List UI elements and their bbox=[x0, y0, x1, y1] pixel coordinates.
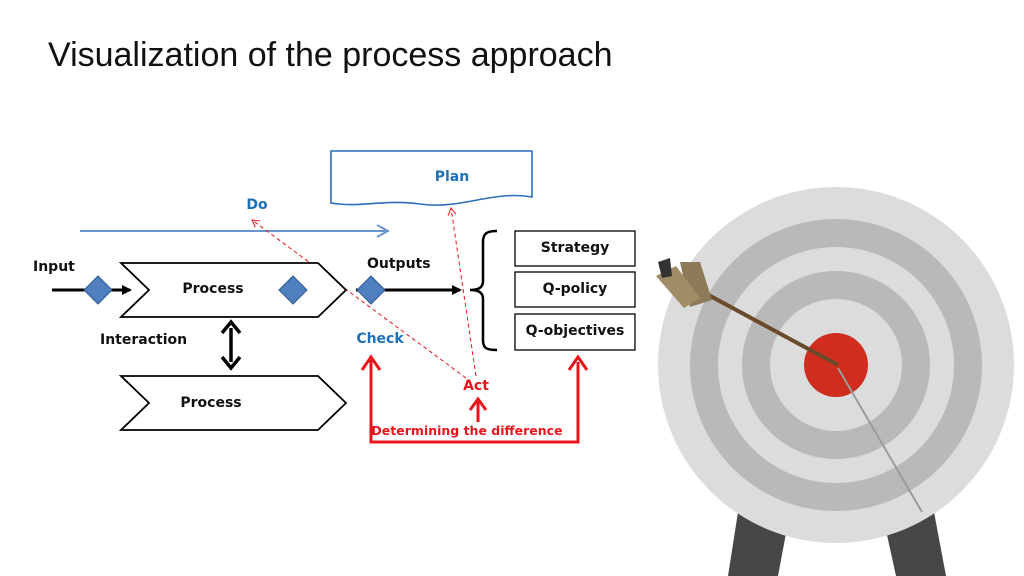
process-bottom: Process bbox=[118, 375, 348, 431]
process-diamond-icon bbox=[278, 275, 308, 305]
act-to-do-dashed-line bbox=[251, 219, 467, 379]
outputs-brace bbox=[469, 229, 498, 352]
arrow-nock bbox=[658, 258, 672, 278]
input-diamond-icon bbox=[83, 275, 113, 305]
arrow-shadow bbox=[837, 367, 923, 513]
difference-loop-line bbox=[369, 360, 580, 444]
output-item-label: Q-objectives bbox=[526, 323, 625, 339]
interaction-double-arrow-icon bbox=[220, 319, 242, 371]
act-label: Act bbox=[463, 378, 489, 394]
interaction-label: Interaction bbox=[100, 332, 187, 348]
outputs-label: Outputs bbox=[367, 256, 431, 272]
process-top-label: Process bbox=[182, 281, 243, 297]
output-box-strategy: Strategy bbox=[514, 230, 636, 267]
output-box-q-policy: Q-policy bbox=[514, 271, 636, 308]
output-item-label: Strategy bbox=[541, 240, 609, 256]
do-label: Do bbox=[246, 197, 268, 213]
check-up-arrow-icon bbox=[360, 354, 382, 371]
slide-title: Visualization of the process approach bbox=[48, 36, 613, 74]
process-top: Process bbox=[118, 262, 348, 318]
difference-label: Determining the difference bbox=[371, 423, 562, 438]
plan-box: Plan bbox=[330, 150, 533, 206]
act-up-arrowhead-icon bbox=[468, 396, 488, 411]
plan-label: Plan bbox=[435, 169, 469, 185]
output-box-q-objectives: Q-objectives bbox=[514, 313, 636, 351]
output-item-label: Q-policy bbox=[543, 281, 608, 297]
check-label: Check bbox=[356, 331, 404, 347]
target-with-arrow-icon bbox=[656, 187, 1014, 576]
output-diamond-icon bbox=[356, 275, 386, 305]
objectives-up-arrow-icon bbox=[567, 354, 589, 371]
process-bottom-label: Process bbox=[180, 395, 241, 411]
input-label: Input bbox=[33, 259, 75, 275]
act-to-plan-dashed-line bbox=[447, 207, 477, 377]
